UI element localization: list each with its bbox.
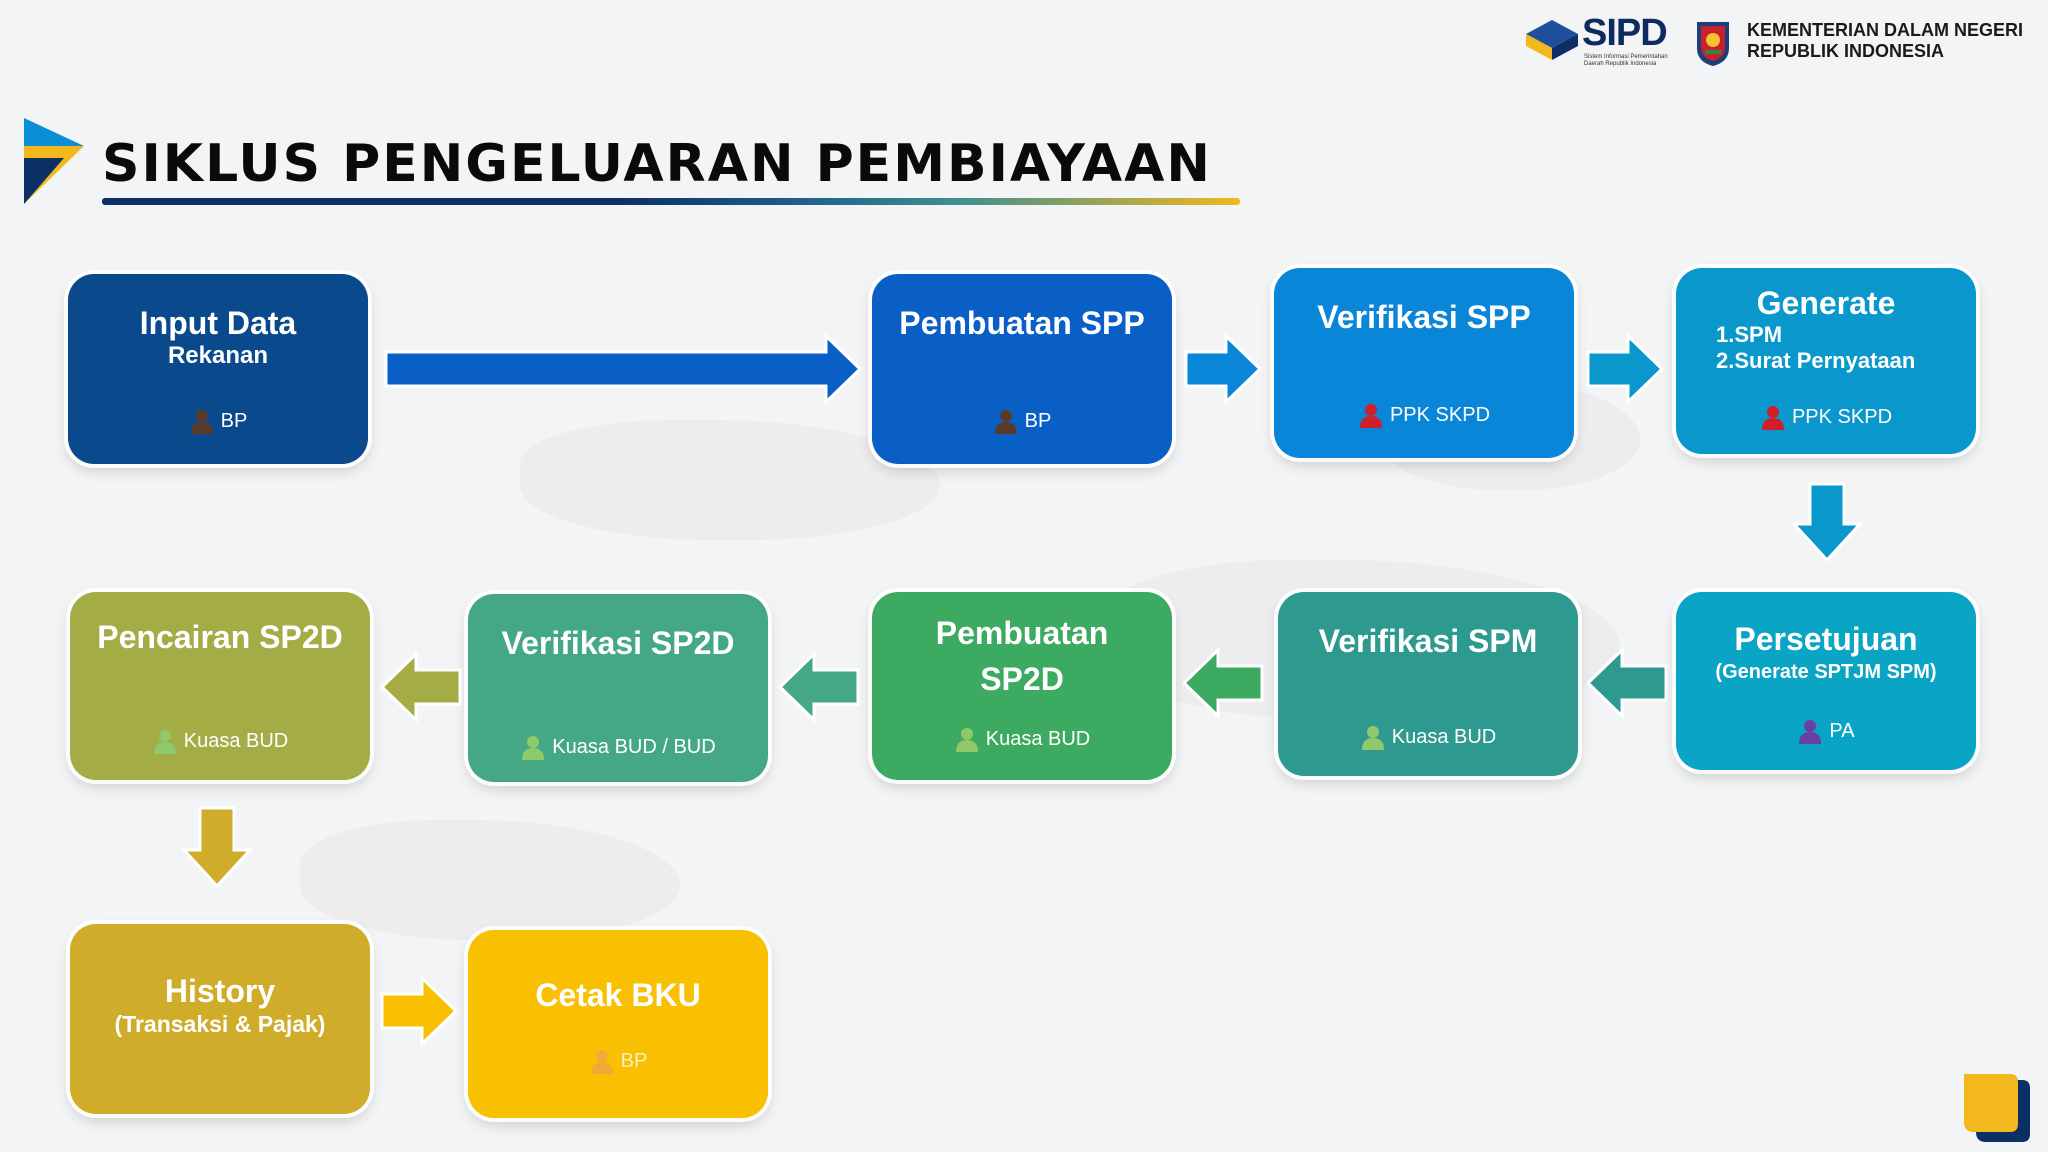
role-label: BP — [1024, 409, 1052, 432]
page-title: SIKLUS PENGELUARAN PEMBIAYAAN — [102, 134, 1212, 194]
person-icon — [955, 728, 978, 752]
role-label: BP — [620, 1049, 648, 1072]
step-title-line1: Pembuatan — [935, 615, 1109, 651]
role-label: Kuasa BUD — [1391, 725, 1497, 748]
role-label: Kuasa BUD — [183, 729, 289, 752]
step-role: Kuasa BUD / BUD — [468, 734, 768, 760]
step-title: Pembuatan SPP — [899, 305, 1145, 341]
role-label: BP — [220, 409, 248, 432]
role-label: Kuasa BUD — [985, 727, 1091, 750]
step-subtitle: (Generate SPTJM SPM) — [1715, 661, 1937, 683]
person-icon — [1761, 406, 1784, 430]
step-verifikasi-spp: Verifikasi SPP PPK SKPD — [1274, 268, 1574, 458]
arrow-right — [384, 332, 863, 406]
step-title: Generate — [1756, 285, 1896, 321]
background-map-shape — [520, 420, 940, 540]
corner-decoration-icon — [1964, 1074, 2030, 1142]
arrow-left — [1585, 646, 1668, 720]
step-verifikasi-sp2d: Verifikasi SP2D Kuasa BUD / BUD — [468, 594, 768, 782]
step-verifikasi-spm: Verifikasi SPM Kuasa BUD — [1278, 592, 1578, 776]
step-role: Kuasa BUD — [1278, 724, 1578, 750]
ministry-emblem-icon — [1697, 22, 1729, 66]
arrow-right — [380, 974, 459, 1048]
step-subtitle: (Transaksi & Pajak) — [114, 1011, 326, 1037]
person-icon — [994, 410, 1017, 434]
sipd-logo-subtitle: Sistem Informasi Pemerintahan Daerah Rep… — [1584, 54, 1668, 67]
step-title: History — [164, 973, 276, 1009]
step-role: Kuasa BUD — [70, 728, 370, 754]
step-history: History (Transaksi & Pajak) — [70, 924, 370, 1114]
ministry-name: KEMENTERIAN DALAM NEGERI REPUBLIK INDONE… — [1747, 20, 2023, 62]
arrow-left — [777, 650, 860, 724]
person-icon — [1359, 404, 1382, 428]
role-label: PPK SKPD — [1389, 403, 1491, 426]
arrow-left — [379, 650, 462, 724]
step-role: PPK SKPD — [1274, 402, 1574, 428]
step-pencairan-sp2d: Pencairan SP2D Kuasa BUD — [70, 592, 370, 780]
role-label: PA — [1829, 719, 1855, 742]
step-item-2: 2.Surat Pernyataan — [1716, 348, 1916, 373]
arrow-left — [1181, 646, 1264, 720]
step-role: Kuasa BUD — [872, 726, 1172, 752]
step-title: Cetak BKU — [535, 977, 701, 1013]
person-icon — [190, 410, 213, 434]
ministry-line1: KEMENTERIAN DALAM NEGERI — [1747, 20, 2024, 40]
title-underline — [102, 198, 1240, 205]
step-input-data: Input Data Rekanan BP — [68, 274, 368, 464]
person-icon — [590, 1050, 613, 1074]
step-title: Input Data — [139, 305, 297, 341]
arrow-right — [1184, 332, 1263, 406]
step-pembuatan-sp2d: Pembuatan SP2D Kuasa BUD — [872, 592, 1172, 780]
step-title: Verifikasi SPP — [1317, 299, 1531, 335]
person-icon — [1799, 720, 1822, 744]
background-map-shape — [300, 820, 680, 940]
ministry-line2: REPUBLIK INDONESIA — [1747, 41, 1945, 61]
step-title-line2: SP2D — [980, 661, 1064, 697]
step-role: BP — [68, 408, 368, 434]
role-label: Kuasa BUD / BUD — [552, 735, 716, 758]
step-item-1: 1.SPM — [1716, 322, 1783, 347]
sipd-logo-text: SIPD — [1582, 12, 1668, 54]
step-persetujuan: Persetujuan (Generate SPTJM SPM) PA — [1676, 592, 1976, 770]
step-role: PA — [1676, 718, 1976, 744]
step-title: Verifikasi SPM — [1318, 623, 1538, 659]
role-label: PPK SKPD — [1791, 405, 1893, 428]
step-role: BP — [468, 1048, 768, 1074]
step-role: BP — [872, 408, 1172, 434]
step-pembuatan-spp: Pembuatan SPP BP — [872, 274, 1172, 464]
arrow-down — [1790, 482, 1864, 563]
step-subtitle: Rekanan — [167, 342, 269, 369]
step-title: Persetujuan — [1734, 621, 1918, 657]
title-marker-icon — [24, 118, 84, 204]
sipd-logo-icon — [1526, 20, 1578, 60]
arrow-down — [180, 806, 254, 889]
arrow-right — [1586, 332, 1665, 406]
person-icon — [153, 730, 176, 754]
step-role: PPK SKPD — [1676, 404, 1976, 430]
step-title: Pencairan SP2D — [97, 619, 343, 655]
step-cetak-bku: Cetak BKU BP — [468, 930, 768, 1118]
step-title: Verifikasi SP2D — [501, 625, 735, 661]
person-icon — [522, 736, 545, 760]
step-generate: Generate 1.SPM 2.Surat Pernyataan PPK SK… — [1676, 268, 1976, 454]
person-icon — [1361, 726, 1384, 750]
